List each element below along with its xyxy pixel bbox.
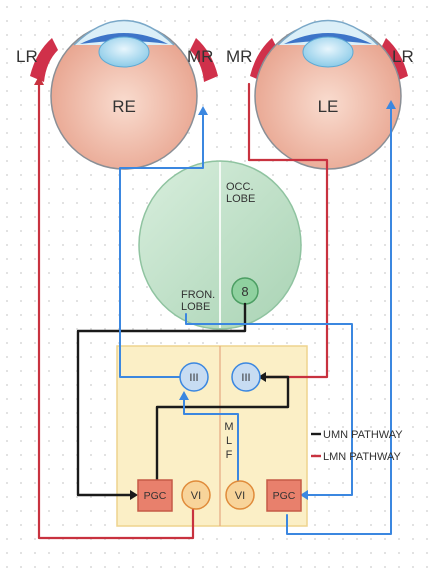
right-eye-mr-label: MR xyxy=(187,47,213,66)
blue-path-frontal-to-pgc xyxy=(185,313,353,496)
lmn-path-right-eye-lr xyxy=(37,78,195,540)
legend: UMN PATHWAY LMN PATHWAY xyxy=(311,429,403,463)
iii-nucleus-left-label: III xyxy=(189,372,198,384)
blue-path-iii-to-right-eye-mr xyxy=(119,109,204,378)
left-eye-label: LE xyxy=(318,97,339,116)
pgc-right xyxy=(266,479,302,512)
area-8-label: 8 xyxy=(241,284,248,299)
left-eye-lens xyxy=(302,36,354,68)
right-eye-lr-label: LR xyxy=(16,47,38,66)
right-eye-lens xyxy=(98,36,150,68)
left-eye-mr-label: MR xyxy=(226,47,252,66)
arrowheads xyxy=(34,76,396,500)
right-eye: RE LR MR xyxy=(16,19,218,170)
arrowhead-blue-pgc xyxy=(300,490,308,500)
vi-nucleus-left-label: VI xyxy=(191,490,201,502)
occipital-lobe-label-line2: LOBE xyxy=(226,193,255,205)
mlf-label-l: L xyxy=(226,435,232,447)
umn-path-pgc-to-iii xyxy=(155,375,290,483)
left-eye-lr-label: LR xyxy=(392,47,414,66)
right-eye-lateral-rectus xyxy=(30,38,58,82)
pathways xyxy=(37,78,392,540)
pgc-left xyxy=(137,479,173,512)
mlf-label-m: M xyxy=(224,421,233,433)
blue-path-vi-to-iii-mlf xyxy=(183,394,239,482)
left-eye: LE MR LR xyxy=(226,19,414,170)
iii-nucleus-left xyxy=(179,362,209,392)
vi-nucleus-left xyxy=(181,480,211,510)
occipital-lobe-label-line1: OCC. xyxy=(226,181,254,193)
left-eye-lateral-rectus xyxy=(380,38,408,82)
arrowhead-black-iii xyxy=(258,372,266,382)
arrowhead-blue-right-eye xyxy=(198,106,208,115)
legend-umn-label: UMN PATHWAY xyxy=(323,429,403,441)
arrowhead-blue-iii xyxy=(179,391,189,400)
vi-nucleus-right-label: VI xyxy=(235,490,245,502)
nuclei: III III PGC VI VI PGC xyxy=(137,362,302,512)
arrowhead-blue-left-eye xyxy=(386,100,396,109)
vi-nucleus-right xyxy=(225,480,255,510)
cerebral-lobes: OCC. LOBE FRON. LOBE 8 xyxy=(138,160,302,330)
lmn-path-left-eye-mr xyxy=(247,82,329,379)
pgc-right-label: PGC xyxy=(273,490,296,502)
iii-nucleus-right-label: III xyxy=(241,372,250,384)
pgc-left-label: PGC xyxy=(144,490,167,502)
frontal-lobe-label-line1: FRON. xyxy=(181,289,215,301)
iii-nucleus-right xyxy=(231,362,261,392)
right-eye-label: RE xyxy=(112,97,136,116)
arrowhead-red-right-eye xyxy=(34,76,44,85)
mlf-label-f: F xyxy=(226,449,233,461)
right-eye-medial-rectus xyxy=(190,38,218,82)
legend-lmn-label: LMN PATHWAY xyxy=(323,451,401,463)
umn-path-area8-to-pgc xyxy=(76,302,247,497)
blue-path-pgc-to-left-eye-lr xyxy=(286,103,392,535)
arrowhead-black-pgc xyxy=(130,490,138,500)
frontal-lobe-label-line2: LOBE xyxy=(181,301,210,313)
